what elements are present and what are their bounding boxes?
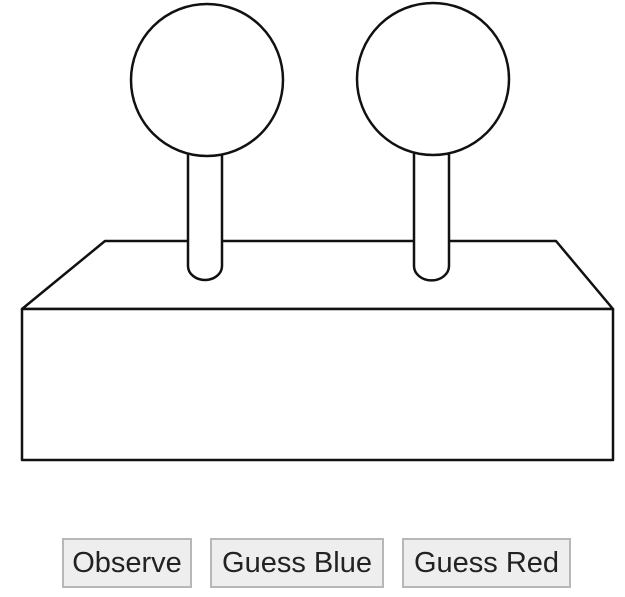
left-lever-stick — [186, 146, 224, 282]
box-front-face — [20, 307, 615, 462]
action-button-bar: Observe Guess Blue Guess Red — [0, 538, 625, 590]
right-lever[interactable] — [355, 1, 511, 282]
guess-red-button[interactable]: Guess Red — [402, 538, 571, 588]
left-lever-knob[interactable] — [129, 2, 285, 158]
guess-blue-button[interactable]: Guess Blue — [210, 538, 384, 588]
right-lever-stick — [412, 146, 451, 282]
lever-device — [20, 1, 615, 462]
box-top-face — [20, 239, 615, 311]
left-lever[interactable] — [129, 2, 285, 282]
observe-button[interactable]: Observe — [62, 538, 192, 588]
right-lever-knob[interactable] — [355, 1, 511, 157]
